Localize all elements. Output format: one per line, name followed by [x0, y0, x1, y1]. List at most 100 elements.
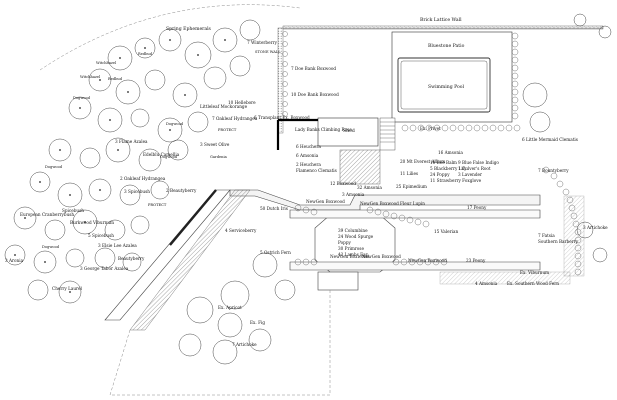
label-lavender: 3 Lavender — [458, 172, 482, 177]
label-gardenia: Gardenia — [210, 155, 228, 159]
label-newgen-boxwood-3: NewGen Boxwood — [330, 254, 369, 259]
label-ex-apricot: Ex. Apricot — [218, 305, 242, 310]
label-dogwood-3: Dogwood — [45, 165, 63, 169]
woodland-trees — [4, 19, 261, 304]
label-blackberry-lily: 5 Blackberry Lily — [430, 166, 467, 171]
right-trees — [522, 13, 612, 263]
label-strawberry-foxglove: 11 Strawberry Foxglove — [430, 178, 482, 183]
label-fleur-lupin: Fleur Lupin — [400, 201, 425, 206]
label-spicebush-2: 3 Spicebush — [124, 189, 150, 194]
label-newgen-boxwood-1: NewGen Boxwood — [306, 199, 345, 204]
label-hellebore: 10 Hellebore — [228, 100, 256, 105]
label-bee-balm: 10 Bee Balm — [430, 160, 457, 165]
label-shed: Shed — [343, 128, 355, 134]
pool-inner-edge — [400, 60, 488, 110]
label-ostrich-fern: 5 Ostrich Fern — [260, 250, 291, 255]
label-amsonia-4: 32 Amsonia — [357, 185, 382, 190]
walkway — [229, 189, 541, 291]
orchard-trees — [178, 252, 296, 365]
label-amsonia-3: 3 Amsonia — [342, 192, 365, 197]
label-dogwood-4: Dogwood — [42, 245, 60, 249]
swimming-pool — [397, 57, 491, 113]
label-artichoke-2: 7 Artichoke — [232, 342, 257, 347]
label-columbine: 39 Columbine — [338, 228, 368, 233]
label-valerian: 15 Valerian — [434, 229, 458, 234]
label-dogwood-2: Dogwood — [166, 122, 184, 126]
label-artichoke-3: 3 Artichoke — [583, 225, 608, 230]
label-oakleaf-hydrangea-3: 2 Oakleaf Hydrangea — [120, 176, 166, 181]
label-flamenco-clematis: Flamenco Clematis — [296, 168, 337, 173]
hatched-bed — [339, 149, 381, 185]
label-poppy-1: 24 Poppy — [430, 172, 450, 177]
label-newgen-boxwood-2: NewGen Boxwood — [360, 201, 399, 206]
shed — [317, 117, 379, 147]
label-spicebush-1: Spicebush — [62, 208, 84, 213]
label-southern-barberry: Southern Barberry — [538, 239, 579, 244]
label-witchhazel-1: Witchhazel — [96, 61, 117, 65]
label-ex-fig: Ex. Fig — [250, 320, 265, 325]
label-george-tabor-azalea: 3 George Tabor Azalea — [80, 266, 129, 271]
label-protect-2: PROTECT — [148, 203, 167, 207]
label-protect-1: PROTECT — [218, 128, 237, 132]
label-amsonia-6: 4 Amsonia — [475, 281, 498, 286]
label-european-cranberrybush: European Cranberrybush — [20, 212, 74, 217]
brick-lattice-wall — [282, 25, 604, 30]
label-ex-viburnum: Ex. Viburnum — [520, 270, 549, 275]
label-redbud-2: Redbud — [108, 77, 123, 81]
label-stone-wall: STONE WALL — [255, 50, 281, 54]
diagonal-path — [104, 189, 251, 331]
label-lady-banks-rose: Lady Banks Climbing Rose — [295, 127, 352, 132]
lower-boundary — [109, 290, 331, 396]
border-beds — [294, 204, 448, 266]
label-dogwood-1: Dogwood — [73, 96, 91, 100]
label-flame-azalea: 3 Flame Azalea — [115, 139, 148, 144]
label-doe-bank-boxwood-2: 10 Doe Bank Boxwood — [291, 92, 339, 97]
label-witchhazel-2: Witchhazel — [80, 75, 101, 79]
label-doe-bank-boxwood: 7 Doe Bank Boxwood — [291, 66, 336, 71]
plant-labels: Spring Ephemerals Brick Lattice Wall STO… — [5, 17, 608, 347]
label-mt-everest-allium: 20 Mt Everest Allium — [400, 159, 445, 164]
label-swimming-pool: Swimming Pool — [428, 84, 465, 90]
hedge-patio — [401, 32, 521, 132]
label-burkwood-viburnum: Burkwood Viburnum — [70, 220, 114, 225]
label-blue-false-indigo: 9 Blue False Indigo — [458, 160, 499, 165]
bottom-bed — [439, 271, 571, 285]
label-ex-privet: Ex. Privet — [420, 126, 441, 131]
label-beautyberry-2: 2 Beautyberry — [166, 188, 197, 193]
label-culvers-root: 1 Culver's Root — [458, 166, 491, 171]
label-aronia: 3 Aronia — [5, 258, 24, 263]
label-elsie-lee-azalea: 3 Elsie Lee Azalea — [98, 243, 137, 248]
black-fence — [276, 118, 318, 150]
label-beautyberry-1: Beautyberry — [118, 256, 145, 261]
label-lilies: 11 Lilies — [400, 171, 418, 176]
label-redbud-1: Redbud — [138, 52, 153, 56]
label-amsonia-2: 16 Amsonia — [438, 150, 463, 155]
label-lambs-ear: 42 Lambs Ear — [338, 252, 368, 257]
label-little-mermaid-clematis: 6 Little Mermaid Clematis — [522, 137, 578, 142]
label-brick-lattice-wall: Brick Lattice Wall — [420, 17, 462, 23]
label-sweet-olive: 3 Sweet Olive — [200, 142, 230, 147]
label-peony: 17 Peony — [467, 205, 487, 210]
label-primrose: 30 Primrose — [338, 246, 364, 251]
label-transplant-boxwood: 6 Transplant Ex. Boxwood — [254, 115, 310, 120]
label-wood-spurge: 24 Wood Spurge — [338, 234, 374, 239]
label-littleleaf-mockorange: Littleleaf Mockorange — [200, 104, 248, 109]
right-bed — [563, 195, 585, 277]
label-serviceberry: 4 Serviceberry — [225, 228, 257, 233]
label-poppy-2: Poppy — [338, 240, 352, 245]
label-newgen-boxwood-4: NewGen Boxwood — [362, 254, 401, 259]
label-amsonia-1: 6 Amsonia — [296, 153, 319, 158]
tree-trunk-dots — [14, 39, 226, 293]
label-bluestone-patio: Bluestone Patio — [428, 43, 465, 49]
label-dutch-iris: 50 Dutch Iris — [260, 206, 288, 211]
label-boxwood-2: 12 Boxwood — [330, 181, 356, 186]
label-fatsia: 7 Fatsia — [538, 233, 555, 238]
label-winterberry: 7 Winterberry — [247, 40, 278, 45]
label-epimedium: 25 Epimedium — [396, 184, 427, 189]
label-spicebush-3: 5 Spicebush — [88, 233, 114, 238]
label-heuchera-1: 6 Heuchera — [296, 144, 321, 149]
label-peony-2: 23 Peony — [466, 258, 486, 263]
label-spring-ephemerals: Spring Ephemerals — [166, 26, 212, 32]
label-ex-southern-wood-fern: Ex. Southern Wood Fern — [507, 281, 559, 286]
